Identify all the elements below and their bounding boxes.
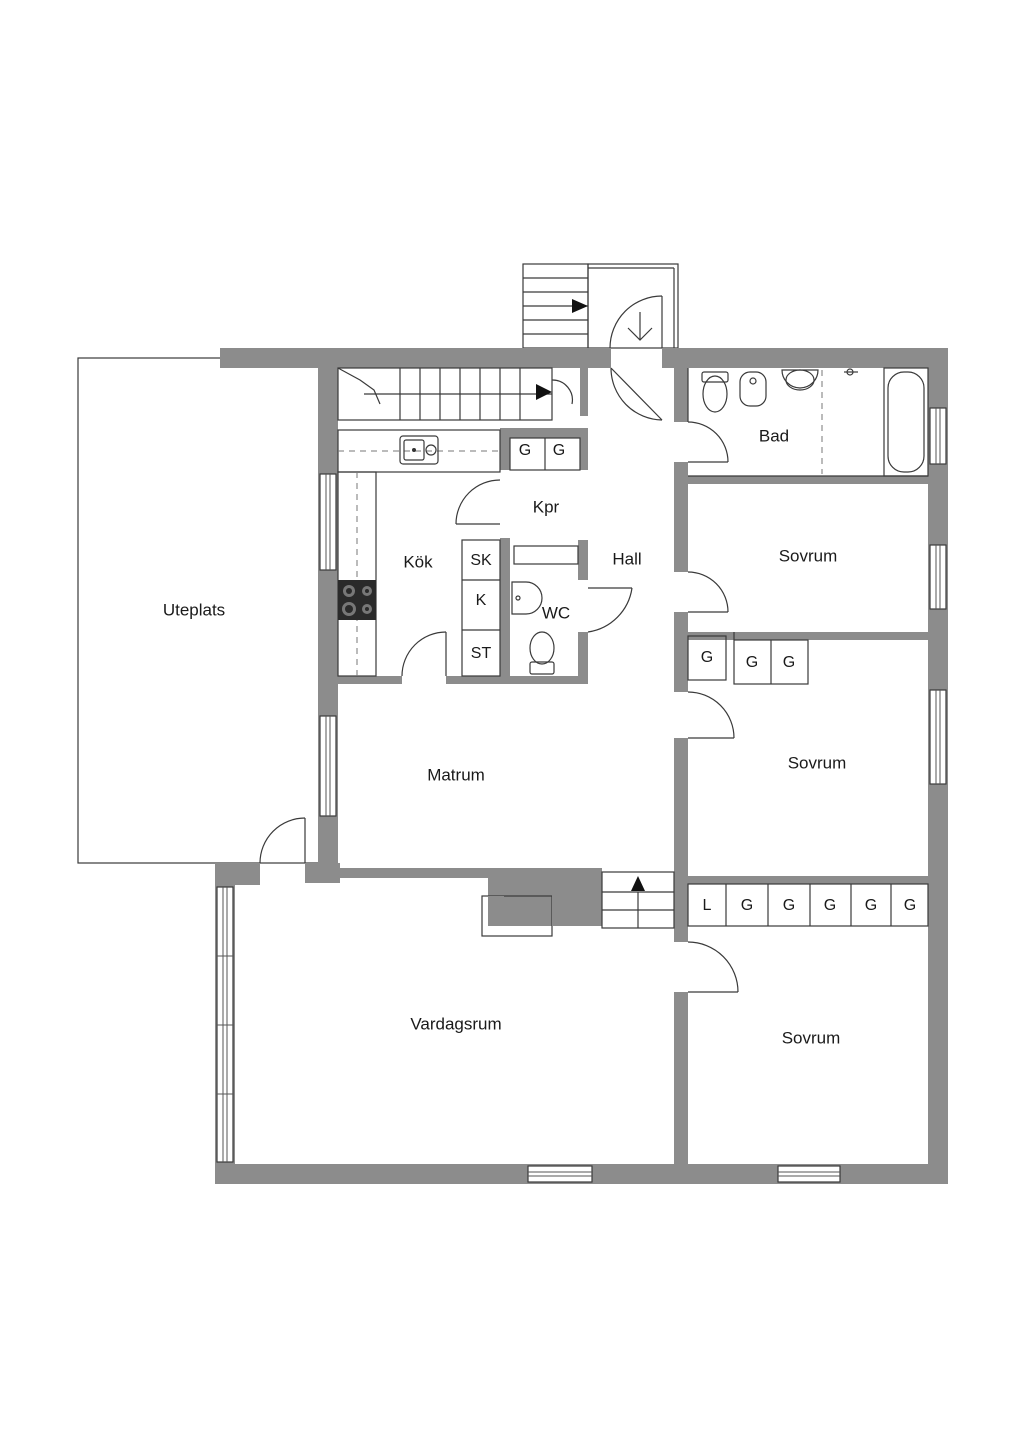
closets-corridor	[687, 883, 929, 927]
room-label-matrum: Matrum	[427, 765, 485, 784]
toilet-icon	[529, 631, 555, 675]
cabinet-labels: G G SK K ST G G G L G G G G G	[470, 442, 916, 914]
bedroom2-closet-label: G	[701, 649, 713, 666]
stove-icon	[338, 580, 376, 620]
washbasin-icon	[511, 581, 543, 615]
bidet-icon	[739, 371, 767, 407]
bedroom2-closet-label: G	[746, 654, 758, 671]
corridor-closet-label: G	[865, 897, 877, 914]
kitchen-cabinet-label: G	[519, 442, 531, 459]
corridor-closet-label: G	[904, 897, 916, 914]
room-label-kok: Kök	[403, 552, 433, 571]
windows	[216, 407, 947, 1183]
interior-stairs	[337, 367, 675, 929]
room-label-sovrum-2: Sovrum	[788, 753, 847, 772]
bathtub-icon	[883, 367, 929, 477]
room-label-vardagsrum: Vardagsrum	[410, 1014, 501, 1033]
entrance-stairs	[522, 263, 679, 349]
bedroom2-closet-label: G	[783, 654, 795, 671]
kitchen-fittings	[337, 429, 581, 677]
washbasin-icon	[781, 369, 819, 391]
room-label-uteplats: Uteplats	[163, 600, 225, 619]
closet-label-st: ST	[471, 645, 492, 662]
corridor-closet-label: G	[741, 897, 753, 914]
doors	[259, 295, 739, 993]
corridor-closet-label: G	[783, 897, 795, 914]
room-label-kpr: Kpr	[533, 497, 560, 516]
closet-label-k: K	[476, 592, 487, 609]
closets-bedroom2	[687, 632, 809, 685]
shower-icon	[844, 368, 858, 376]
sink-icon	[399, 435, 439, 465]
closet-label-sk: SK	[470, 552, 492, 569]
corridor-closet-label: G	[824, 897, 836, 914]
toilet-icon	[701, 371, 729, 413]
corridor-closet-label: L	[703, 897, 712, 914]
wc-fixtures	[511, 581, 555, 675]
room-labels: Uteplats Kök Kpr Hall WC Bad Sovrum Sovr…	[163, 426, 846, 1047]
fireplace	[481, 870, 602, 937]
room-label-sovrum-1: Sovrum	[779, 546, 838, 565]
bathroom-fixtures	[687, 367, 929, 477]
room-label-bad: Bad	[759, 426, 789, 445]
kitchen-cabinet-label: G	[553, 442, 565, 459]
room-label-wc: WC	[542, 603, 570, 622]
room-label-hall: Hall	[612, 549, 641, 568]
room-label-sovrum-3: Sovrum	[782, 1028, 841, 1047]
